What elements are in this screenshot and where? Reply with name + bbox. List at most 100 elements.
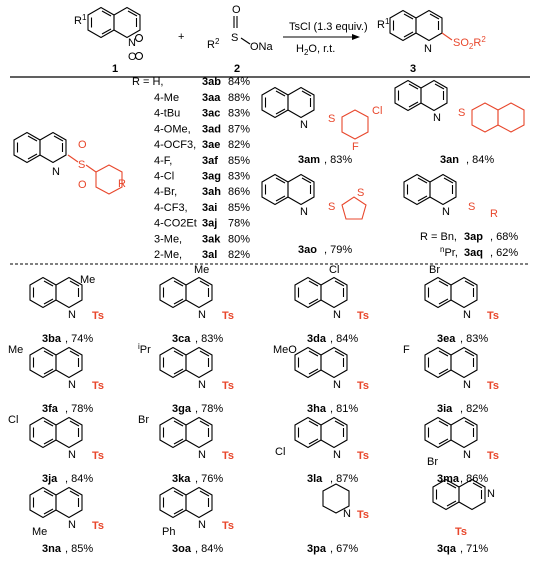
grid-yield: , 87% <box>330 473 358 485</box>
ts-group: Ts <box>222 450 234 462</box>
3an-s: S <box>458 107 465 119</box>
conditions-label: H2O, r.t. <box>296 43 335 57</box>
n-oxide-o: O <box>128 51 137 63</box>
aryl-row-code: 3aa <box>202 92 221 104</box>
quinoline-core <box>424 276 478 309</box>
quinoline-core <box>29 346 83 379</box>
sulfinate-s: S <box>231 32 238 44</box>
quinoline-core <box>159 416 213 449</box>
ts-group: Ts <box>455 526 467 538</box>
ring-n: N <box>463 379 471 391</box>
ring-n: N <box>463 449 471 461</box>
aryl-row-yield: 88% <box>228 92 250 104</box>
compound-3ap-3aq: N S R R = Bn, 3ap , 68% nPr, 3aq , 62% <box>403 173 518 259</box>
ts-group: Ts <box>92 520 104 532</box>
compound-3ao: N S S 3ao , 79% <box>261 173 367 256</box>
grid-yield: , 81% <box>330 403 358 415</box>
quinoline-core <box>29 276 83 309</box>
substituent-label: Br <box>427 456 438 468</box>
grid-code: 3ga <box>172 403 192 415</box>
ts-group: Ts <box>487 310 499 322</box>
substituent-label: Me <box>8 344 23 356</box>
ring-n: N <box>463 309 471 321</box>
ring-n: N <box>198 519 206 531</box>
grid-yield: , 84% <box>330 333 358 345</box>
aryl-row-sub: 4-tBu <box>154 108 180 120</box>
grid-yield: , 74% <box>65 333 93 345</box>
3am-code: 3am <box>298 154 320 166</box>
substituent-label: iPr <box>138 342 151 356</box>
substituent-label: Cl <box>329 264 339 276</box>
aryl-row-sub: 4-Br, <box>154 186 177 198</box>
grid-code: 3ca <box>172 333 191 345</box>
quinoline-core <box>294 416 348 449</box>
grid-code: 3da <box>307 333 327 345</box>
ring-n: N <box>487 488 495 500</box>
ring-n: N <box>68 379 76 391</box>
ts-group: Ts <box>92 380 104 392</box>
alkyl-n: N <box>442 206 450 218</box>
first-yield: 84% <box>228 76 250 88</box>
compound-3am: N S Cl F 3am , 83% <box>261 86 382 166</box>
aryl-row-code: 3ak <box>202 233 221 245</box>
aryl-row-yield: 80% <box>228 233 250 245</box>
aryl-sulfone-structure: N S O O R <box>13 131 126 195</box>
grid-yield: , 82% <box>460 403 488 415</box>
ts-group: Ts <box>487 380 499 392</box>
aryl-row-yield: 85% <box>228 202 250 214</box>
alkyl-s: S <box>468 201 475 213</box>
product-n: N <box>424 43 432 55</box>
first-code: 3ab <box>202 76 221 88</box>
aryl-row-yield: 82% <box>228 139 250 151</box>
reactant-1: R1 N O 1 <box>74 6 144 75</box>
3ao-code: 3ao <box>298 244 317 256</box>
aryl-row-yield: 87% <box>228 123 250 135</box>
grid-yield: , 83% <box>195 333 223 345</box>
3am-yield: , 83% <box>324 154 352 166</box>
aryl-row-sub: 4-Me <box>154 92 179 104</box>
r2-label: R2 <box>207 37 220 51</box>
quinoline-core <box>424 346 478 379</box>
r1-label: R1 <box>74 13 87 27</box>
quinoline-core <box>424 416 478 449</box>
quinoline-core <box>294 276 348 309</box>
quinoline-core <box>29 416 83 449</box>
quinoline-core <box>29 486 83 519</box>
aryl-row-sub: 4-Cl <box>154 171 174 183</box>
reagent-label: TsCl (1.3 equiv.) <box>289 21 368 33</box>
grid-code: 3ia <box>437 403 453 415</box>
substituent-label: Br <box>429 264 440 276</box>
product-r1: R1 <box>377 17 390 31</box>
alkyl-line1-code: 3ap <box>464 231 483 243</box>
substituent-label: Me <box>194 264 209 276</box>
3an-n: N <box>433 112 441 124</box>
aryl-row-yield: 83% <box>228 108 250 120</box>
alkyl-line1-prefix: R = Bn, <box>420 231 457 243</box>
n-oxide-n: N <box>128 37 136 49</box>
ring-n: N <box>333 379 341 391</box>
grid-code: 3na <box>42 543 62 555</box>
ts-group: Ts <box>357 380 369 392</box>
substituent-label: MeO <box>273 344 297 356</box>
reactant-2: O S R2 ONa 2 <box>207 4 274 75</box>
ring-n: N <box>198 309 206 321</box>
reactant-2-label: 2 <box>234 63 240 75</box>
sulfinate-o: O <box>232 4 241 16</box>
grid-code: 3ba <box>42 333 62 345</box>
aryl-row-sub: 4-OMe, <box>154 123 191 135</box>
aryl-row-code: 3ac <box>202 108 220 120</box>
aryl-n: N <box>52 166 60 178</box>
3an-code: 3an <box>440 154 459 166</box>
aryl-o-top: O <box>78 139 87 151</box>
